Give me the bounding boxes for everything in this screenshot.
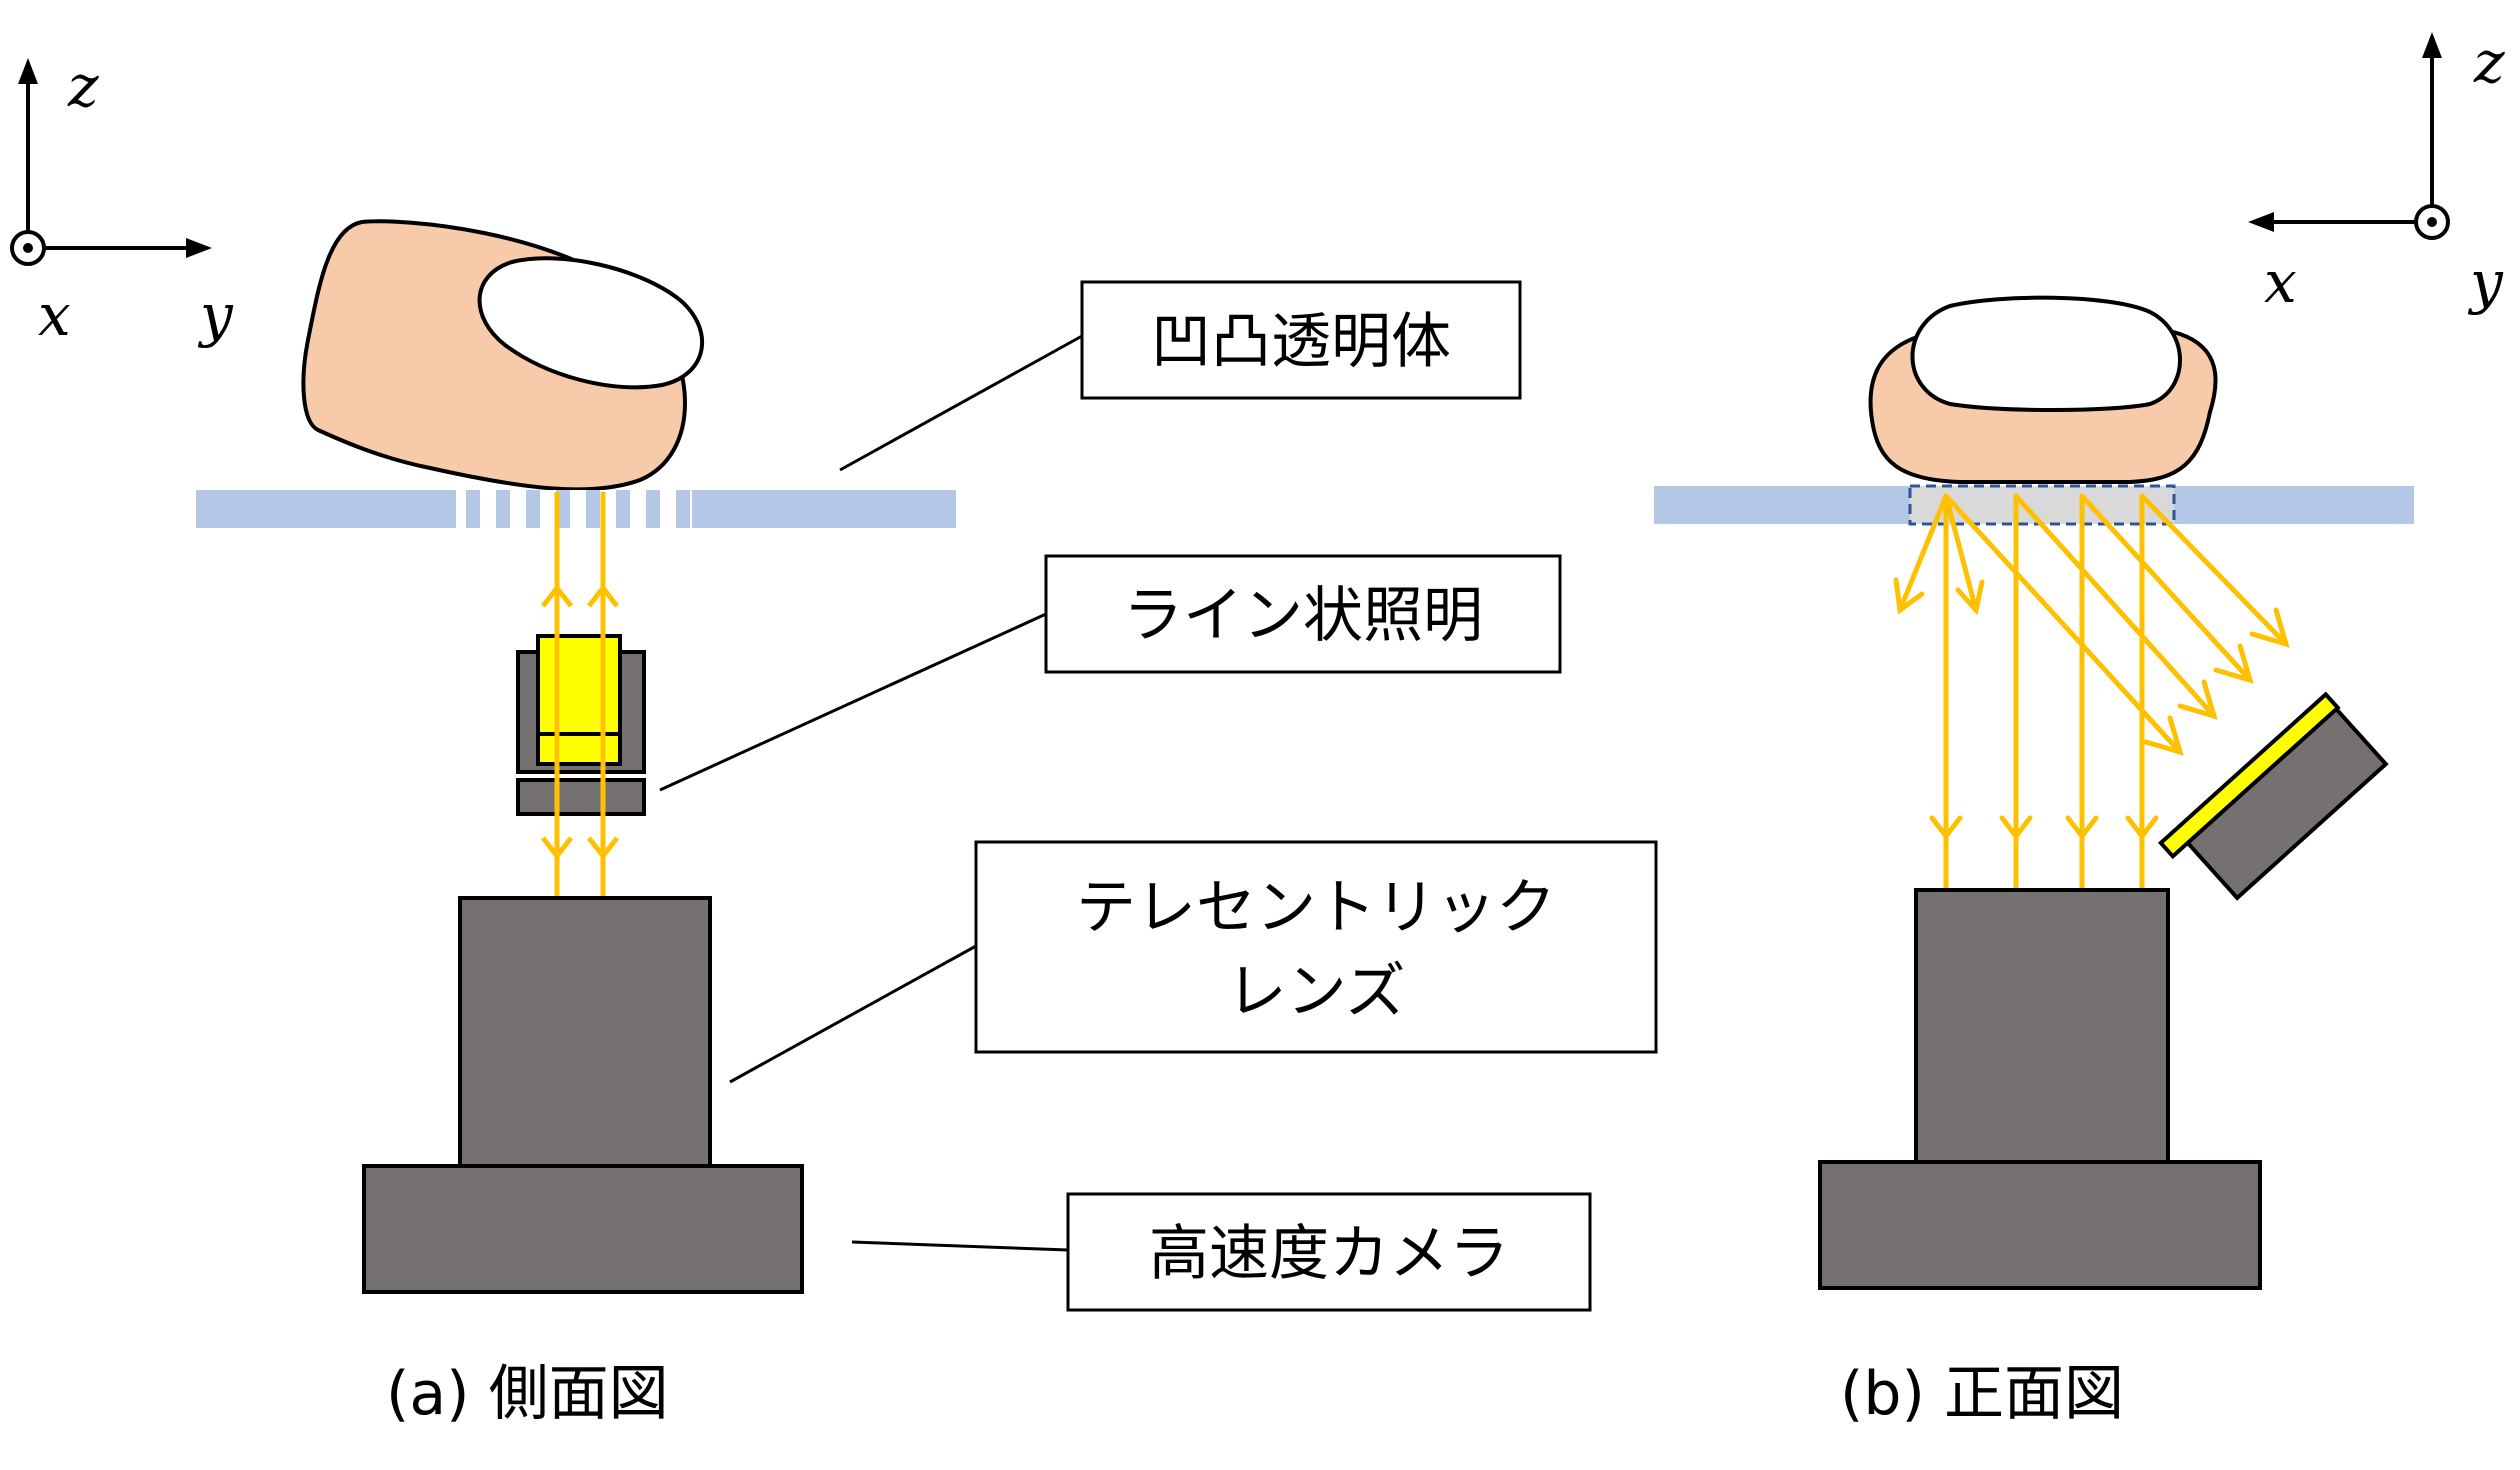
axis-label-x: x: [38, 281, 71, 349]
side-view-panel: z x y: [10, 52, 1658, 1429]
line-illuminator-front: [2157, 691, 2389, 901]
caption-side-view: (a) 側面図: [386, 1359, 669, 1429]
svg-text:凹凸透明体: 凹凸透明体: [1151, 307, 1451, 377]
label-transparent-body: 凹凸透明体: [1080, 280, 1522, 400]
front-view-panel: z x y: [1654, 28, 2505, 1429]
light-rays-side: [541, 492, 619, 898]
leader-line-telecentric: [729, 944, 977, 1084]
svg-text:高速度カメラ: 高速度カメラ: [1149, 1219, 1509, 1289]
axis-label-z: z: [67, 52, 99, 120]
front-view-axes: z x y: [2248, 28, 2505, 316]
telecentric-lens-side: [458, 896, 712, 1168]
light-rays-front: [1893, 493, 2290, 893]
leader-line-illumination: [659, 612, 1047, 792]
svg-text:テレセントリック: テレセントリック: [1076, 873, 1556, 943]
svg-text:レンズ: レンズ: [1227, 957, 1406, 1027]
axis-label-y: y: [197, 281, 234, 349]
side-view-axes: z x y: [10, 52, 234, 349]
caption-front-view: (b) 正面図: [1840, 1359, 2124, 1429]
uneven-transparent-plate-side: [196, 490, 956, 528]
leader-line-camera: [851, 1240, 1069, 1252]
line-illuminator-side: [516, 634, 646, 816]
finger-side-view: [301, 219, 705, 492]
telecentric-lens-front: [1914, 888, 2170, 1164]
label-telecentric-lens: テレセントリック レンズ: [974, 840, 1658, 1054]
svg-text:ライン状照明: ライン状照明: [1123, 581, 1483, 651]
axis-label-z: z: [2473, 28, 2505, 96]
axis-label-y: y: [2467, 248, 2504, 316]
high-speed-camera-side: [362, 1164, 804, 1294]
label-high-speed-camera: 高速度カメラ: [1066, 1192, 1592, 1312]
high-speed-camera-front: [1818, 1160, 2262, 1290]
leader-line-transparent-body: [839, 334, 1083, 472]
finger-front-view: [1868, 295, 2218, 484]
label-line-illumination: ライン状照明: [1044, 554, 1562, 674]
axis-label-x: x: [2264, 248, 2297, 316]
